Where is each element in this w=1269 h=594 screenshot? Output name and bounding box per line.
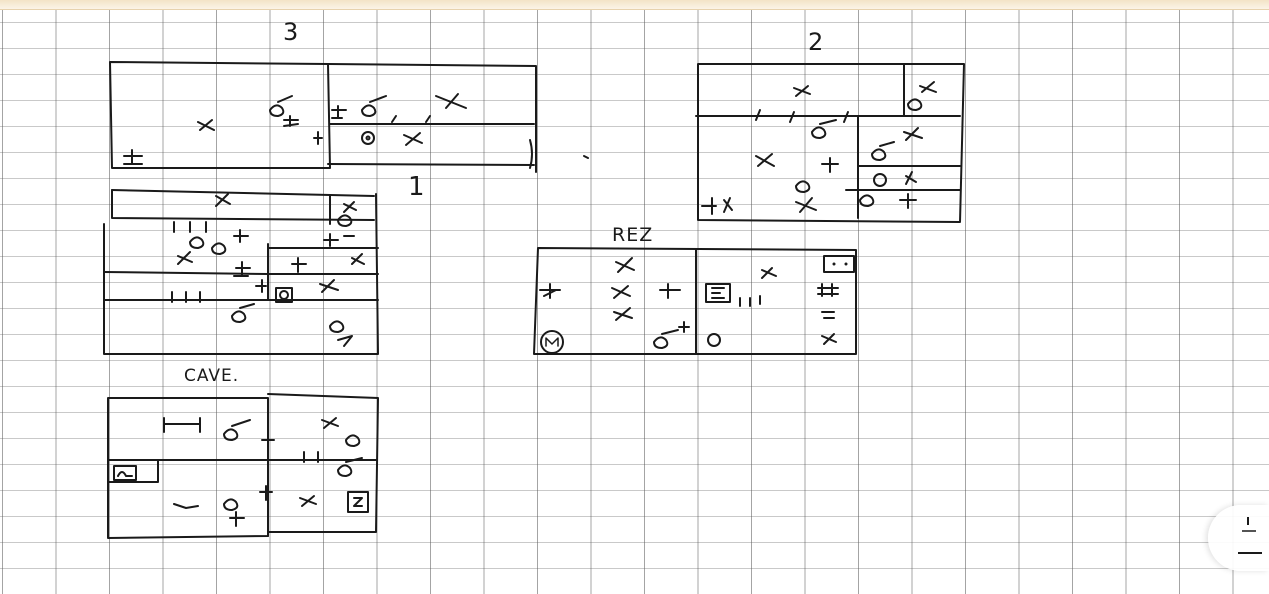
meter-symbol	[540, 330, 564, 354]
plan-label-1: 1	[408, 172, 426, 202]
x-mark	[903, 127, 923, 141]
floor-plan-rez	[533, 247, 857, 355]
x-mark	[403, 132, 423, 146]
socket-symbol	[283, 115, 299, 127]
switch-symbol	[329, 320, 345, 333]
grid-paper-background	[0, 10, 1269, 594]
plan-label-cave: CAVE.	[184, 366, 240, 386]
x-mark	[795, 197, 817, 213]
socket-symbol	[659, 283, 681, 299]
plan-label-rez: REZ	[612, 224, 654, 246]
switch-symbol	[223, 498, 239, 511]
socket-symbol	[899, 193, 917, 209]
socket-symbol	[259, 485, 273, 501]
switch-symbol	[859, 194, 875, 207]
junction-box	[275, 287, 293, 303]
switch-symbol	[337, 214, 353, 227]
socket-symbol	[291, 257, 307, 273]
x-mark	[761, 267, 777, 279]
x-mark	[197, 119, 215, 131]
x-mark	[343, 201, 357, 213]
switch-symbol	[907, 98, 923, 111]
x-mark	[615, 257, 635, 273]
x-mark	[919, 81, 937, 93]
x-mark	[613, 307, 633, 321]
floor-plan-3	[109, 61, 589, 173]
switch-symbol	[223, 419, 251, 441]
socket-symbol	[123, 149, 143, 165]
switch-symbol	[871, 141, 895, 161]
plan-label-3: 3	[283, 18, 300, 46]
socket-symbol	[331, 105, 347, 119]
x-mark	[435, 93, 467, 109]
electric-panel	[113, 465, 137, 481]
switch-symbol	[189, 236, 205, 249]
floor-plan-2	[695, 63, 965, 223]
switch-symbol	[345, 434, 361, 447]
x-mark	[755, 153, 775, 167]
switch-symbol	[795, 180, 811, 193]
switch-symbol	[811, 119, 837, 139]
x-mark	[321, 417, 339, 429]
x-mark	[173, 503, 199, 509]
junction-box	[705, 283, 731, 303]
x-mark	[177, 251, 193, 265]
socket-symbol	[701, 197, 733, 215]
floor-plan-cave	[107, 393, 379, 539]
socket-symbol	[817, 283, 839, 297]
switch-symbol	[211, 242, 227, 255]
x-mark	[215, 193, 231, 207]
socket-symbol	[229, 511, 245, 527]
socket-symbol	[821, 311, 835, 319]
collapse-handle[interactable]	[1208, 505, 1269, 571]
socket-symbol	[539, 283, 561, 299]
switch-symbol	[361, 95, 387, 117]
socket-symbol	[821, 157, 839, 173]
socket-symbol	[323, 233, 355, 247]
socket-symbol	[261, 433, 275, 447]
switch-symbol	[231, 303, 255, 323]
x-mark	[351, 253, 365, 265]
switch-symbol	[269, 95, 293, 117]
x-mark	[793, 85, 811, 97]
switch-symbol	[653, 329, 679, 349]
x-mark	[821, 333, 837, 345]
floor-plan-1	[103, 189, 379, 355]
socket-symbol	[233, 229, 249, 243]
collapse-handle-icon	[1238, 517, 1262, 554]
electric-panel	[823, 255, 855, 273]
x-mark	[611, 285, 631, 299]
x-mark	[319, 279, 339, 293]
lamp-symbol	[163, 417, 201, 433]
switch-symbol	[337, 457, 363, 477]
junction-box	[347, 491, 369, 513]
socket-symbol	[233, 261, 251, 277]
x-mark	[299, 495, 317, 507]
plan-label-2: 2	[808, 28, 825, 56]
top-paper-strip	[0, 0, 1269, 10]
